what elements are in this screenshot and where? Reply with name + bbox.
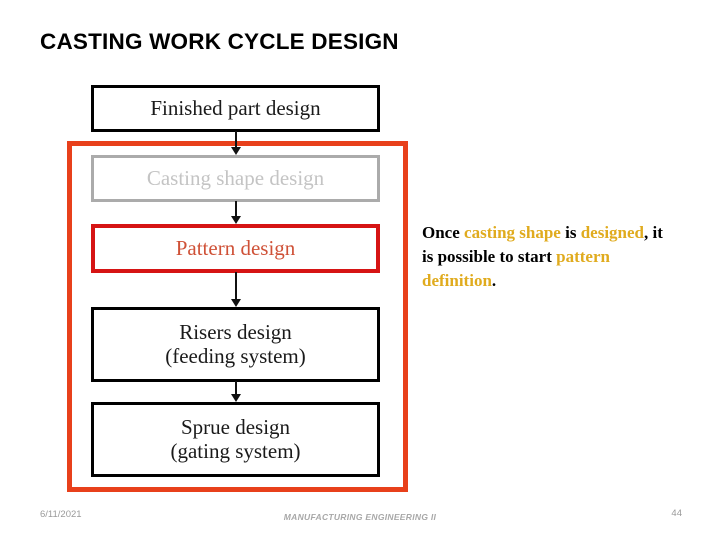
footer-course-title: MANUFACTURING ENGINEERING II xyxy=(283,512,437,522)
footer-page-number: 44 xyxy=(671,508,682,519)
flow-step-finished-part-design[interactable]: Finished part design xyxy=(91,85,380,132)
note-text-part-2: is xyxy=(560,223,581,242)
note-text-part-1: Once xyxy=(422,223,465,242)
side-note: Once casting shape is designed, it is po… xyxy=(422,221,674,293)
page-title: CASTING WORK CYCLE DESIGN xyxy=(40,29,399,54)
note-highlight-designed: designed xyxy=(580,223,644,242)
footer-date: 6/11/2021 xyxy=(40,509,82,520)
note-highlight-pattern-definition: pattern definition xyxy=(422,247,610,291)
note-text-part-3: , it is possible to start xyxy=(422,223,663,267)
note-highlight-casting-shape: casting shape xyxy=(464,223,561,242)
flow-step-label: Finished part design xyxy=(150,95,321,120)
emphasis-frame xyxy=(67,141,408,492)
note-text-part-4: . xyxy=(491,271,497,291)
